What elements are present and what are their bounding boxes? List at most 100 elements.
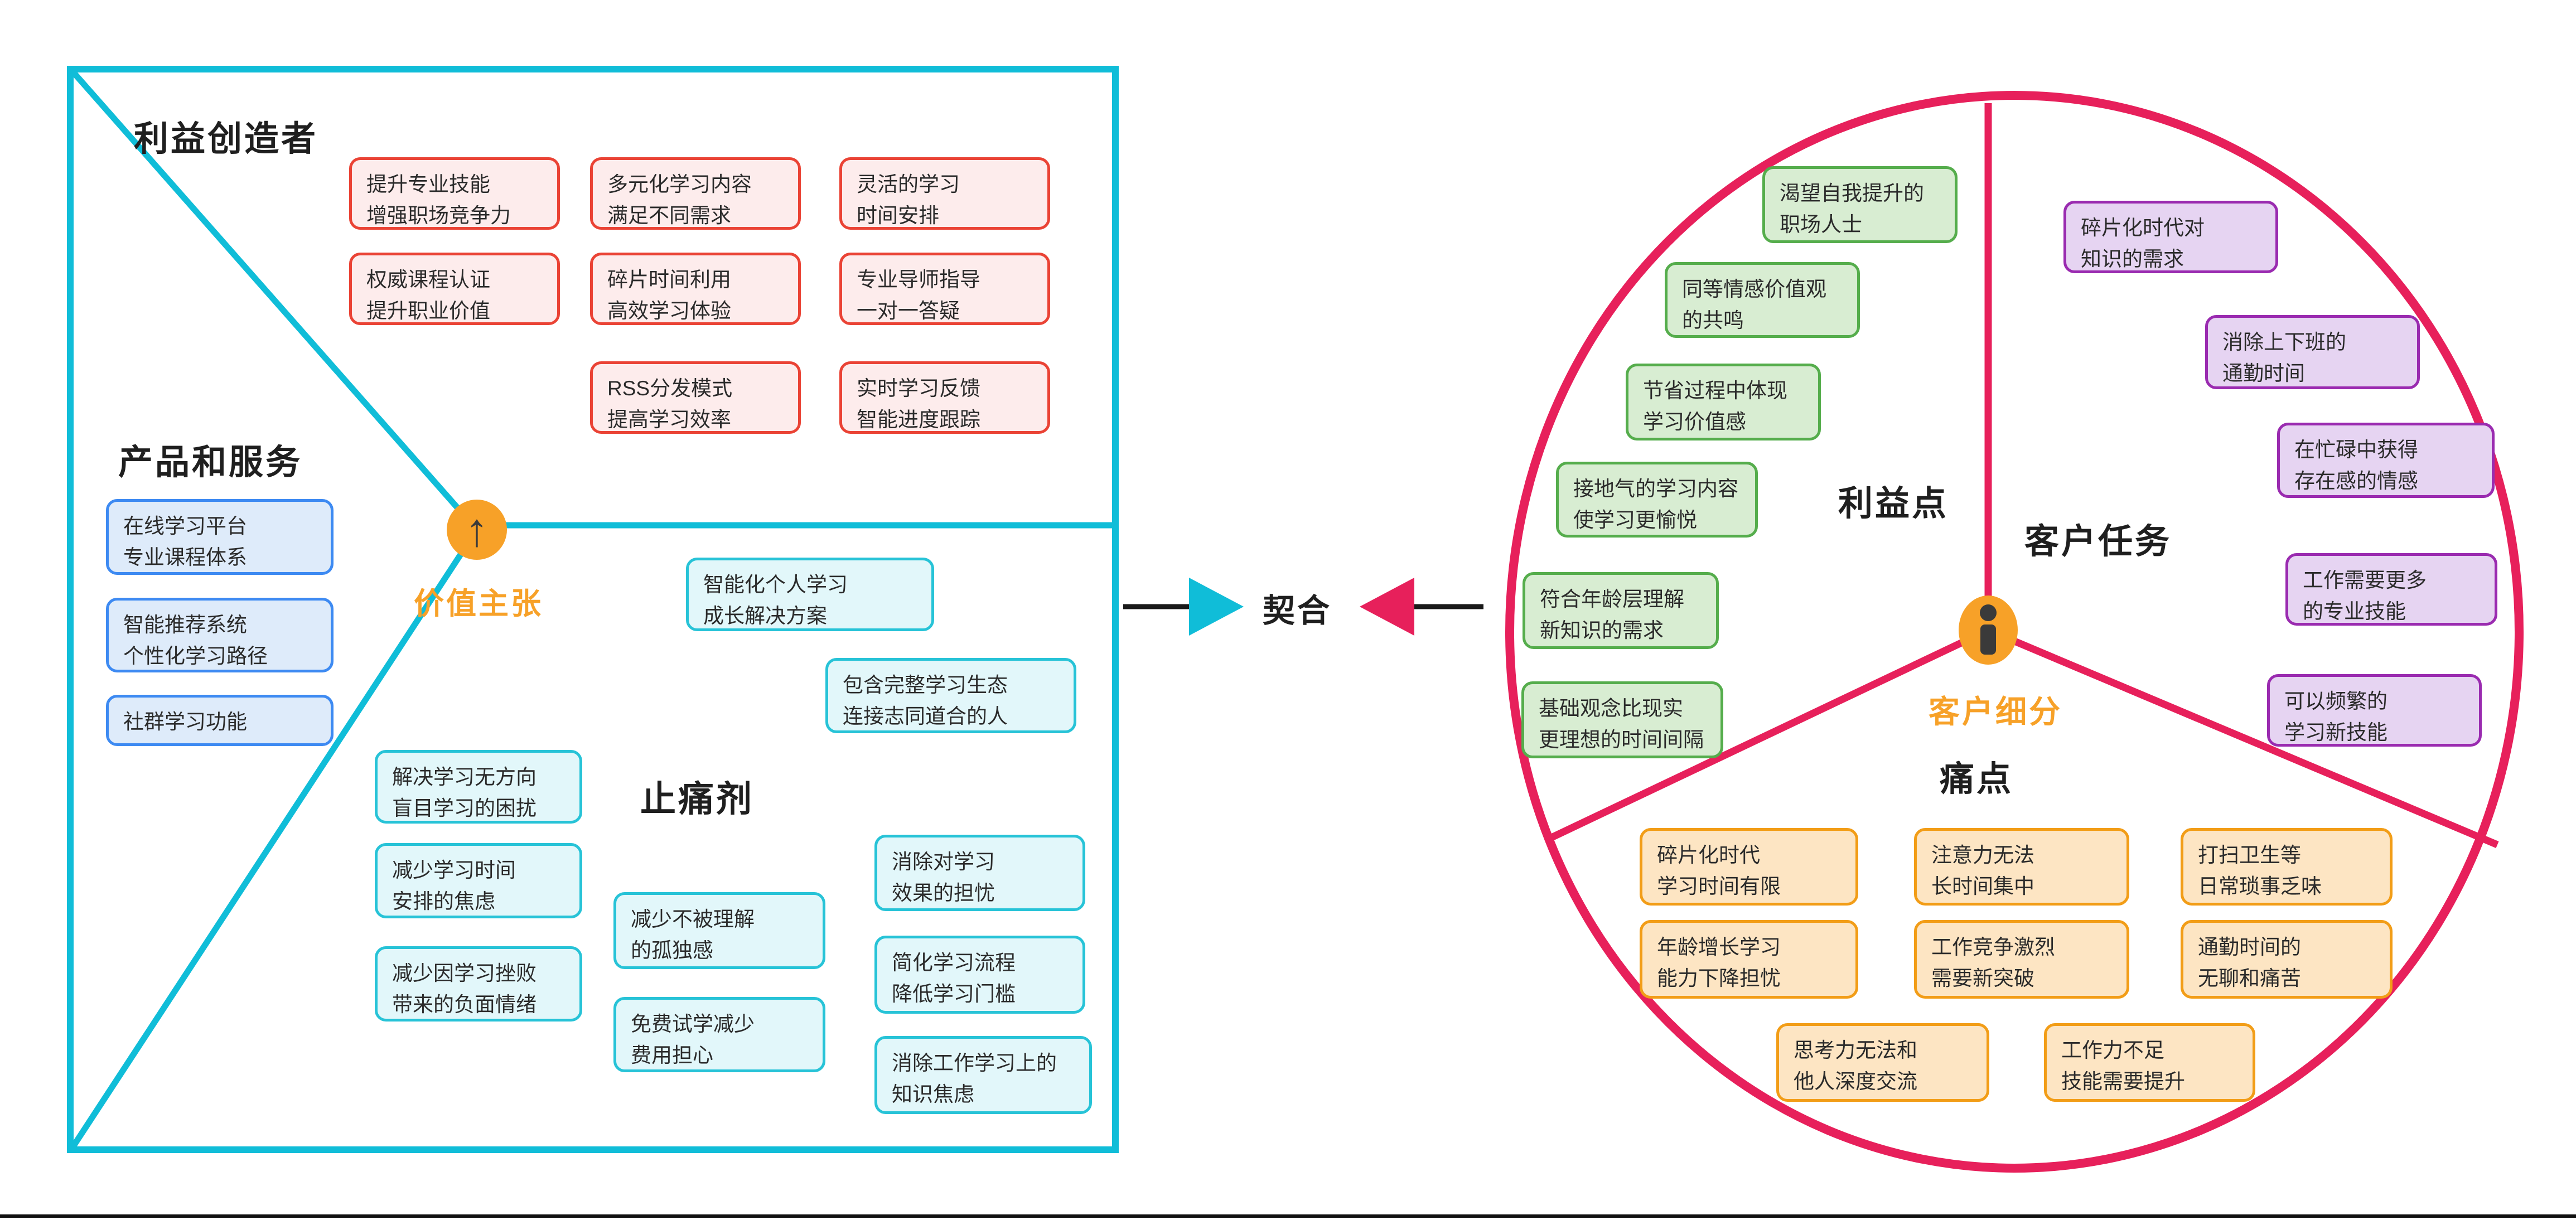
- pain-reliever-card[interactable]: 减少因学习挫败带来的负面情绪: [375, 946, 582, 1021]
- pain-reliever-card[interactable]: 包含完整学习生态连接志同道合的人: [825, 658, 1076, 733]
- pain-reliever-card[interactable]: 减少不被理解的孤独感: [613, 892, 825, 969]
- customer-job-card[interactable]: 碎片化时代对知识的需求: [2063, 201, 2278, 273]
- gain-creator-card[interactable]: 专业导师指导一对一答疑: [839, 253, 1050, 325]
- card-line: 节省过程中体现: [1643, 379, 1787, 402]
- person-info-icon: [1980, 604, 1997, 621]
- customer-job-card[interactable]: 消除上下班的通勤时间: [2205, 315, 2420, 389]
- card-line: 减少学习时间: [392, 859, 516, 882]
- gain-creator-card[interactable]: RSS分发模式提高学习效率: [590, 361, 801, 434]
- gain-card[interactable]: 符合年龄层理解新知识的需求: [1523, 572, 1719, 649]
- gain-creator-card[interactable]: 权威课程认证提升职业价值: [349, 253, 560, 325]
- section-title-gains: 利益点: [1838, 485, 1949, 523]
- card-line: 职场人士: [1780, 212, 1862, 236]
- card-line: 通勤时间的: [2198, 936, 2301, 958]
- card-line: 工作力不足: [2061, 1039, 2164, 1062]
- card-line: 带来的负面情绪: [392, 993, 537, 1016]
- section-title-products: 产品和服务: [118, 443, 303, 482]
- pain-card[interactable]: 年龄增长学习能力下降担忧: [1640, 920, 1858, 999]
- card-line: 知识的需求: [2081, 247, 2184, 270]
- card-line: 降低学习门槛: [892, 982, 1016, 1005]
- card-line: 成长解决方案: [703, 604, 827, 627]
- card-line: 连接志同道合的人: [843, 704, 1008, 728]
- card-line: 碎片化时代: [1657, 844, 1760, 866]
- gain-card[interactable]: 基础观念比现实更理想的时间间隔: [1521, 681, 1723, 758]
- fit-label: 契合: [1263, 593, 1332, 629]
- card-line: 时间安排: [857, 204, 939, 227]
- customer-job-card[interactable]: 可以频繁的学习新技能: [2267, 674, 2482, 747]
- card-line: 符合年龄层理解: [1540, 588, 1684, 611]
- customer-job-card[interactable]: 工作需要更多的专业技能: [2285, 553, 2497, 626]
- card-line: 存在感的情感: [2294, 469, 2418, 492]
- card-line: 日常琐事乏味: [2198, 874, 2322, 898]
- section-title-jobs: 客户任务: [2024, 522, 2172, 561]
- card-line: 工作需要更多: [2303, 569, 2427, 592]
- card-line: 在线学习平台: [123, 515, 247, 538]
- pain-card[interactable]: 思考力无法和他人深度交流: [1776, 1023, 1989, 1102]
- pain-reliever-card[interactable]: 免费试学减少费用担心: [613, 997, 825, 1072]
- customer-job-card[interactable]: 在忙碌中获得存在感的情感: [2277, 423, 2495, 498]
- card-line: 个性化学习路径: [123, 644, 268, 667]
- card-line: 一对一答疑: [857, 299, 960, 322]
- gain-card[interactable]: 节省过程中体现学习价值感: [1626, 364, 1821, 440]
- divider-topleft-diagonal: [70, 69, 480, 532]
- card-line: 更理想的时间间隔: [1539, 728, 1704, 751]
- pain-reliever-card[interactable]: 减少学习时间安排的焦虑: [375, 843, 582, 918]
- customer-profile-circle: [1505, 91, 2524, 1173]
- card-line: 思考力无法和: [1794, 1039, 1917, 1062]
- person-info-icon-bar: [1980, 624, 1996, 655]
- card-line: 灵活的学习: [857, 173, 960, 196]
- pain-card[interactable]: 工作力不足技能需要提升: [2044, 1023, 2255, 1102]
- card-line: 高效学习体验: [607, 299, 731, 322]
- card-line: 无聊和痛苦: [2198, 966, 2301, 990]
- card-line: 免费试学减少: [631, 1013, 755, 1035]
- card-line: 智能进度跟踪: [857, 408, 980, 431]
- pain-card[interactable]: 工作竞争激烈需要新突破: [1914, 920, 2129, 999]
- fit-arrow-right-icon: [1189, 578, 1244, 636]
- pain-reliever-card[interactable]: 智能化个人学习成长解决方案: [686, 558, 934, 631]
- card-line: 他人深度交流: [1794, 1069, 1917, 1093]
- card-line: RSS分发模式: [607, 377, 733, 400]
- card-line: 接地气的学习内容: [1573, 477, 1738, 500]
- card-line: 的孤独感: [631, 938, 713, 962]
- card-line: 多元化学习内容: [607, 173, 752, 196]
- card-line: 学习时间有限: [1657, 874, 1781, 898]
- pain-card[interactable]: 注意力无法长时间集中: [1914, 828, 2129, 906]
- card-line: 消除工作学习上的: [892, 1052, 1057, 1074]
- pain-card[interactable]: 打扫卫生等日常琐事乏味: [2181, 828, 2393, 906]
- pain-reliever-card[interactable]: 解决学习无方向盲目学习的困扰: [375, 750, 582, 824]
- card-line: 盲目学习的困扰: [392, 796, 537, 820]
- card-line: 简化学习流程: [892, 951, 1016, 974]
- card-line: 消除对学习: [892, 850, 995, 873]
- gain-card[interactable]: 接地气的学习内容使学习更愉悦: [1556, 462, 1758, 538]
- product-card[interactable]: 智能推荐系统个性化学习路径: [106, 598, 334, 672]
- card-line: 智能化个人学习: [703, 573, 848, 596]
- card-line: 实时学习反馈: [857, 377, 980, 400]
- gain-creator-card[interactable]: 提升专业技能增强职场竞争力: [349, 157, 560, 230]
- card-line: 安排的焦虑: [392, 889, 495, 913]
- pain-reliever-card[interactable]: 消除对学习效果的担忧: [874, 835, 1085, 911]
- gain-creator-card[interactable]: 实时学习反馈智能进度跟踪: [839, 361, 1050, 434]
- page-bottom-divider: [0, 1214, 2576, 1218]
- pain-card[interactable]: 碎片化时代学习时间有限: [1640, 828, 1858, 906]
- value-proposition-hub: [447, 500, 507, 560]
- product-card[interactable]: 社群学习功能: [106, 695, 334, 746]
- value-proposition-node[interactable]: ↑: [447, 500, 507, 560]
- pain-reliever-card[interactable]: 消除工作学习上的知识焦虑: [874, 1036, 1092, 1114]
- customer-segment-node[interactable]: [1959, 596, 2018, 665]
- card-line: 学习新技能: [2284, 720, 2387, 744]
- card-line: 需要新突破: [1931, 966, 2034, 990]
- section-title-gain-creators: 利益创造者: [134, 120, 318, 158]
- pain-card[interactable]: 通勤时间的无聊和痛苦: [2181, 920, 2393, 999]
- gain-card[interactable]: 同等情感价值观的共鸣: [1665, 262, 1860, 338]
- gain-creator-card[interactable]: 灵活的学习时间安排: [839, 157, 1050, 230]
- profile-divider-downright: [1987, 627, 2499, 848]
- gain-creator-card[interactable]: 碎片时间利用高效学习体验: [590, 253, 801, 325]
- product-card[interactable]: 在线学习平台专业课程体系: [106, 499, 334, 575]
- gain-creator-card[interactable]: 多元化学习内容满足不同需求: [590, 157, 801, 230]
- section-title-pain-relievers: 止痛剂: [640, 779, 754, 819]
- card-line: 碎片时间利用: [607, 268, 731, 291]
- pain-reliever-card[interactable]: 简化学习流程降低学习门槛: [874, 936, 1085, 1014]
- card-line: 包含完整学习生态: [843, 674, 1008, 696]
- gain-card[interactable]: 渴望自我提升的职场人士: [1762, 166, 1958, 243]
